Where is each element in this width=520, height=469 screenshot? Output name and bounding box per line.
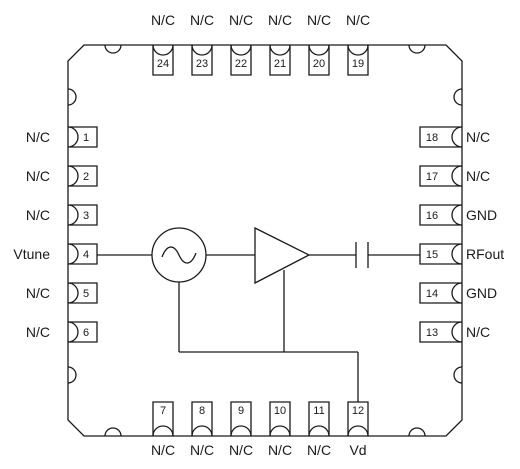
pin-number: 20 (313, 58, 325, 70)
pin-16: 16 GND (419, 204, 497, 226)
pin-label: N/C (466, 129, 490, 145)
pin-10: 10N/C (268, 401, 292, 458)
pin-number: 23 (196, 58, 208, 70)
pin-number: 4 (83, 249, 89, 261)
pin-number: 19 (352, 58, 364, 70)
pin-24: 24 N/C (151, 12, 175, 76)
pin-number: 17 (426, 171, 438, 183)
pin-number: 10 (274, 405, 286, 417)
pin-7: 7N/C (151, 401, 175, 458)
pin-label: N/C (26, 129, 50, 145)
pin-17: 17 N/C (419, 165, 490, 187)
package-notch (67, 88, 77, 106)
pin-label: N/C (307, 12, 331, 28)
pin-13: 13 N/C (419, 321, 490, 343)
pin-label: N/C (229, 12, 253, 28)
pin-label: N/C (26, 207, 50, 223)
pin-22: 22 N/C (229, 12, 253, 76)
pin-label: N/C (26, 324, 50, 340)
package-notch (453, 366, 463, 384)
pin-number: 22 (235, 58, 247, 70)
pin-4: 4 Vtune (13, 243, 98, 265)
pin-number: 18 (426, 132, 438, 144)
pin-label: N/C (151, 442, 175, 458)
pin-label: N/C (26, 168, 50, 184)
pin-9: 9N/C (229, 401, 253, 458)
pin-8: 8N/C (190, 401, 214, 458)
pin-label: N/C (307, 442, 331, 458)
package-notch (453, 88, 463, 106)
pin-number: 24 (157, 58, 169, 70)
pin-label: N/C (466, 324, 490, 340)
package-notch (104, 44, 122, 54)
oscillator-icon (151, 227, 207, 283)
pin-14: 14 GND (419, 282, 497, 304)
pin-number: 2 (83, 171, 89, 183)
pin-23: 23 N/C (190, 12, 214, 76)
package-notch (67, 366, 77, 384)
pin-1: 1 N/C (26, 126, 98, 148)
pin-number: 15 (426, 249, 438, 261)
capacitor-icon (355, 242, 369, 268)
pin-number: 16 (426, 210, 438, 222)
pin-number: 6 (83, 327, 89, 339)
pin-number: 11 (313, 405, 324, 417)
pin-label: Vd (349, 442, 366, 458)
pin-label: N/C (229, 442, 253, 458)
pin-label: N/C (466, 168, 490, 184)
pin-number: 3 (83, 210, 89, 222)
pin-number: 21 (274, 58, 286, 70)
pin-5: 5 N/C (26, 282, 98, 304)
pin-number: 12 (352, 405, 364, 417)
pin-label: N/C (151, 12, 175, 28)
pin-label: N/C (268, 12, 292, 28)
pin-number: 5 (83, 288, 89, 300)
package-notch (408, 427, 426, 437)
pin-label: N/C (26, 285, 50, 301)
pin-label: GND (466, 285, 497, 301)
pin-18: 18 N/C (419, 126, 490, 148)
amplifier-icon (254, 226, 311, 285)
pin-20: 20 N/C (307, 12, 331, 76)
pin-label: N/C (190, 12, 214, 28)
pin-label: RFout (466, 246, 504, 262)
pin-19: 19 N/C (346, 12, 370, 76)
pin-15: 15 RFout (419, 243, 504, 265)
pin-number: 1 (83, 132, 89, 144)
pin-label: N/C (190, 442, 214, 458)
pin-number: 8 (199, 405, 205, 417)
pin-label: Vtune (13, 246, 50, 262)
package-outline (67, 44, 463, 437)
pin-label: N/C (268, 442, 292, 458)
pin-number: 7 (160, 405, 166, 417)
pin-label: N/C (346, 12, 370, 28)
pin-label: GND (466, 207, 497, 223)
internal-wiring (97, 254, 420, 402)
pin-21: 21 N/C (268, 12, 292, 76)
package-notch (408, 44, 426, 54)
package-notch (104, 427, 122, 437)
pin-number: 13 (426, 327, 438, 339)
pin-11: 11N/C (307, 401, 331, 458)
pin-6: 6 N/C (26, 321, 98, 343)
pin-2: 2 N/C (26, 165, 98, 187)
pin-number: 9 (238, 405, 244, 417)
pin-3: 3 N/C (26, 204, 98, 226)
pin-number: 14 (426, 288, 438, 300)
